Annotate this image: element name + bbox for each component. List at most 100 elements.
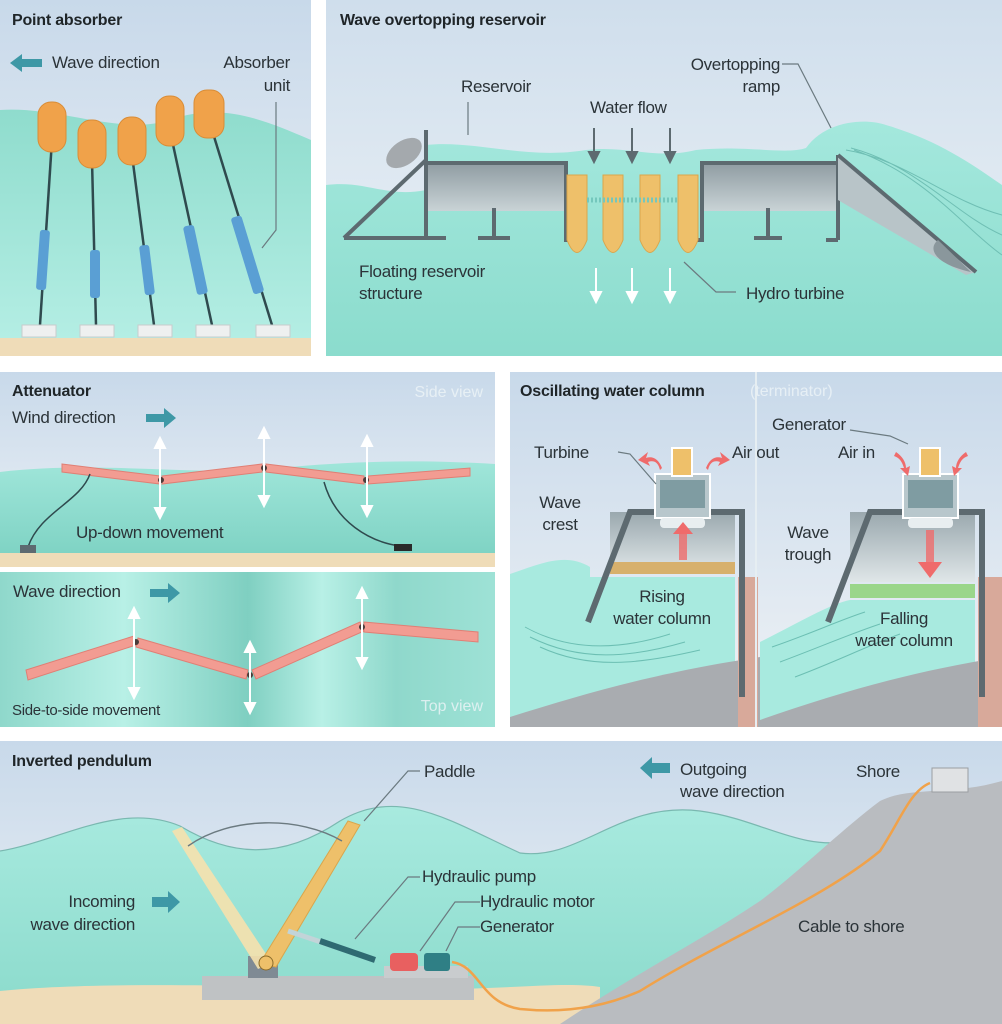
- falling-column-label-line2: water column: [855, 631, 953, 650]
- anchor-block: [20, 545, 36, 553]
- shore-hill: [560, 781, 1002, 1024]
- point-absorber-title: Point absorber: [12, 12, 123, 29]
- shore-station: [931, 767, 969, 793]
- overtopping-illustration: [326, 0, 1002, 356]
- up-down-arrows-icon: [153, 425, 374, 521]
- outgoing-direction-label-line2: wave direction: [680, 782, 785, 801]
- generator-label: Generator: [480, 917, 554, 936]
- air-out-label: Air out: [732, 443, 780, 462]
- absorber-leader-line: [261, 102, 277, 249]
- floating-structure-label-line2: structure: [359, 284, 423, 303]
- panel-inverted-pendulum: Inverted pendulum Paddle Outgoing wave d…: [0, 741, 1002, 1024]
- mooring-line: [323, 481, 401, 547]
- attenuator-top-illustration: [0, 572, 495, 727]
- seabed-sand: [0, 338, 311, 356]
- wind-direction-arrow-icon: [146, 408, 176, 428]
- incoming-direction-label-line1: Incoming: [68, 892, 135, 911]
- float-left: [386, 137, 422, 169]
- hydro-turbines: [566, 174, 699, 253]
- hydraulic-pump-label: Hydraulic pump: [422, 867, 536, 886]
- falling-column-label-line1: Falling: [880, 609, 928, 628]
- paddle-ghost: [172, 827, 272, 969]
- paddle: [259, 820, 361, 968]
- wave-direction-label: Wave direction: [52, 53, 160, 72]
- shore-label: Shore: [856, 762, 900, 781]
- attenuator-segments: [61, 463, 471, 485]
- leader-lines: [354, 770, 480, 952]
- overtopping-title: Wave overtopping reservoir: [340, 12, 546, 29]
- absorber-unit-label-line1: Absorber: [223, 53, 290, 72]
- owc-title: Oscillating water column: [520, 383, 705, 400]
- side-to-side-movement-label: Side-to-side movement: [12, 702, 160, 719]
- absorber-unit-4: [155, 95, 231, 338]
- water-flow-arrows-icon: [587, 128, 677, 165]
- outflow-arrows-icon: [589, 268, 677, 305]
- air-out-arrows-icon: [638, 452, 730, 560]
- panel-point-absorber: Point absorber Wave direction Absorber u…: [0, 0, 311, 356]
- hydraulic-motor-label: Hydraulic motor: [480, 892, 595, 911]
- wave-direction-arrow-icon: [150, 583, 180, 603]
- panel-oscillating-water-column: Oscillating water column (terminator) Tu…: [510, 372, 1002, 727]
- reservoir-right: [702, 163, 838, 211]
- owc-illustration: [510, 372, 1002, 727]
- incoming-direction-label-line2: wave direction: [30, 915, 136, 934]
- swing-arc-arrow-icon: [187, 822, 343, 847]
- panel-attenuator-side: Attenuator Wind direction Up-down moveme…: [0, 372, 495, 567]
- point-absorber-illustration: [0, 0, 311, 356]
- outgoing-direction-label-line1: Outgoing: [680, 760, 747, 779]
- wave-trough-label-line1: Wave: [787, 523, 829, 542]
- water-flow-label: Water flow: [590, 98, 667, 117]
- up-down-movement-label: Up-down movement: [76, 523, 224, 542]
- outgoing-wave-arrow-icon: [640, 757, 670, 779]
- absorber-unit-5: [193, 89, 291, 338]
- pendulum-title: Inverted pendulum: [12, 753, 152, 770]
- wave-crest-label-line1: Wave: [539, 493, 581, 512]
- wave-direction-arrow-icon: [10, 54, 42, 72]
- seabed-sand: [0, 553, 495, 567]
- absorber-unit-label-line2: unit: [263, 76, 291, 95]
- owc-subtitle: (terminator): [750, 383, 833, 400]
- side-to-side-arrows-icon: [127, 585, 369, 716]
- overtopping-ramp-label-line2: ramp: [742, 77, 780, 96]
- leader-lines: [617, 429, 909, 485]
- absorber-unit-1: [21, 101, 67, 338]
- absorber-unit-3: [117, 116, 173, 338]
- leader-lines: [467, 63, 832, 293]
- panel-attenuator-top: Wave direction Side-to-side movement Top…: [0, 572, 495, 727]
- attenuator-side-illustration: [0, 372, 495, 567]
- overtopping-ramp-label-line1: Overtopping: [690, 55, 781, 74]
- turbine-label: Turbine: [534, 443, 589, 462]
- side-view-label: Side view: [414, 384, 483, 401]
- wave-crest-label-line2: crest: [542, 515, 578, 534]
- floating-structure-label-line1: Floating reservoir: [359, 262, 485, 281]
- generator-label: Generator: [772, 415, 846, 434]
- paddle-label: Paddle: [424, 762, 476, 781]
- generator-cylinder: [671, 447, 693, 477]
- air-in-arrows-icon: [894, 452, 968, 578]
- owc-right-scene: [755, 372, 1002, 727]
- sea-water: [0, 109, 311, 340]
- base-platform: [202, 976, 474, 1000]
- incoming-wave-arrow-icon: [152, 891, 180, 913]
- wind-direction-label: Wind direction: [12, 408, 116, 427]
- attenuator-title: Attenuator: [12, 383, 91, 400]
- reservoir-label: Reservoir: [461, 77, 532, 96]
- generator-cylinder: [919, 447, 941, 477]
- top-view-label: Top view: [420, 698, 483, 715]
- hydraulic-pump: [319, 938, 376, 963]
- rising-column-label-line1: Rising: [639, 587, 685, 606]
- reservoir-left: [426, 163, 566, 211]
- owc-left-scene: [510, 447, 760, 727]
- panel-wave-overtopping: Wave overtopping reservoir Reservoir Wat…: [326, 0, 1002, 356]
- mooring-line: [27, 473, 91, 548]
- hydraulic-motor: [390, 953, 418, 971]
- air-in-label: Air in: [838, 443, 875, 462]
- pendulum-illustration: [0, 741, 1002, 1024]
- cable-to-shore: [451, 781, 931, 1012]
- cable-to-shore-label: Cable to shore: [798, 917, 905, 936]
- anchor-block: [394, 544, 412, 551]
- rising-column-label-line2: water column: [613, 609, 711, 628]
- wave-trough-label-line2: trough: [784, 545, 832, 564]
- wave-direction-label: Wave direction: [13, 582, 121, 601]
- hydro-turbine-label: Hydro turbine: [746, 284, 845, 303]
